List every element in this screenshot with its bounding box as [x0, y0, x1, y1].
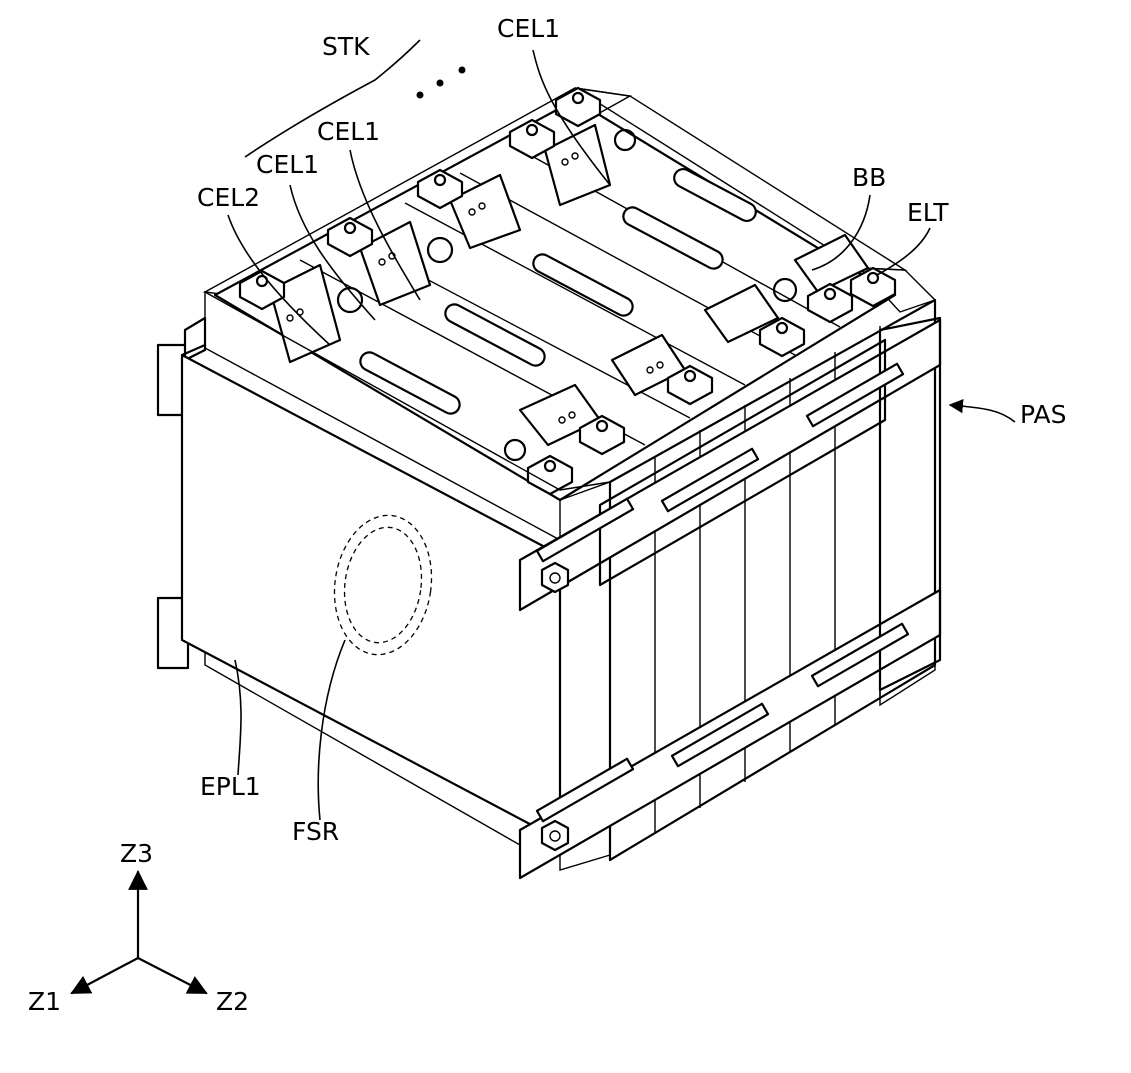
label-axis-z2: Z2: [216, 987, 249, 1016]
label-cel1-top: CEL1: [497, 14, 560, 43]
axis-indicator: [72, 872, 206, 993]
label-cel1-lower: CEL1: [256, 150, 319, 179]
label-stk: STK: [322, 32, 370, 61]
label-cel1-middle: CEL1: [317, 117, 380, 146]
label-epl1: EPL1: [200, 772, 261, 801]
label-pas: PAS: [1020, 400, 1066, 429]
label-elt: ELT: [907, 198, 949, 227]
label-fsr: FSR: [292, 817, 339, 846]
label-cel2: CEL2: [197, 183, 260, 212]
label-axis-z1: Z1: [28, 987, 61, 1016]
label-bb: BB: [852, 163, 886, 192]
label-axis-z3: Z3: [120, 839, 153, 868]
